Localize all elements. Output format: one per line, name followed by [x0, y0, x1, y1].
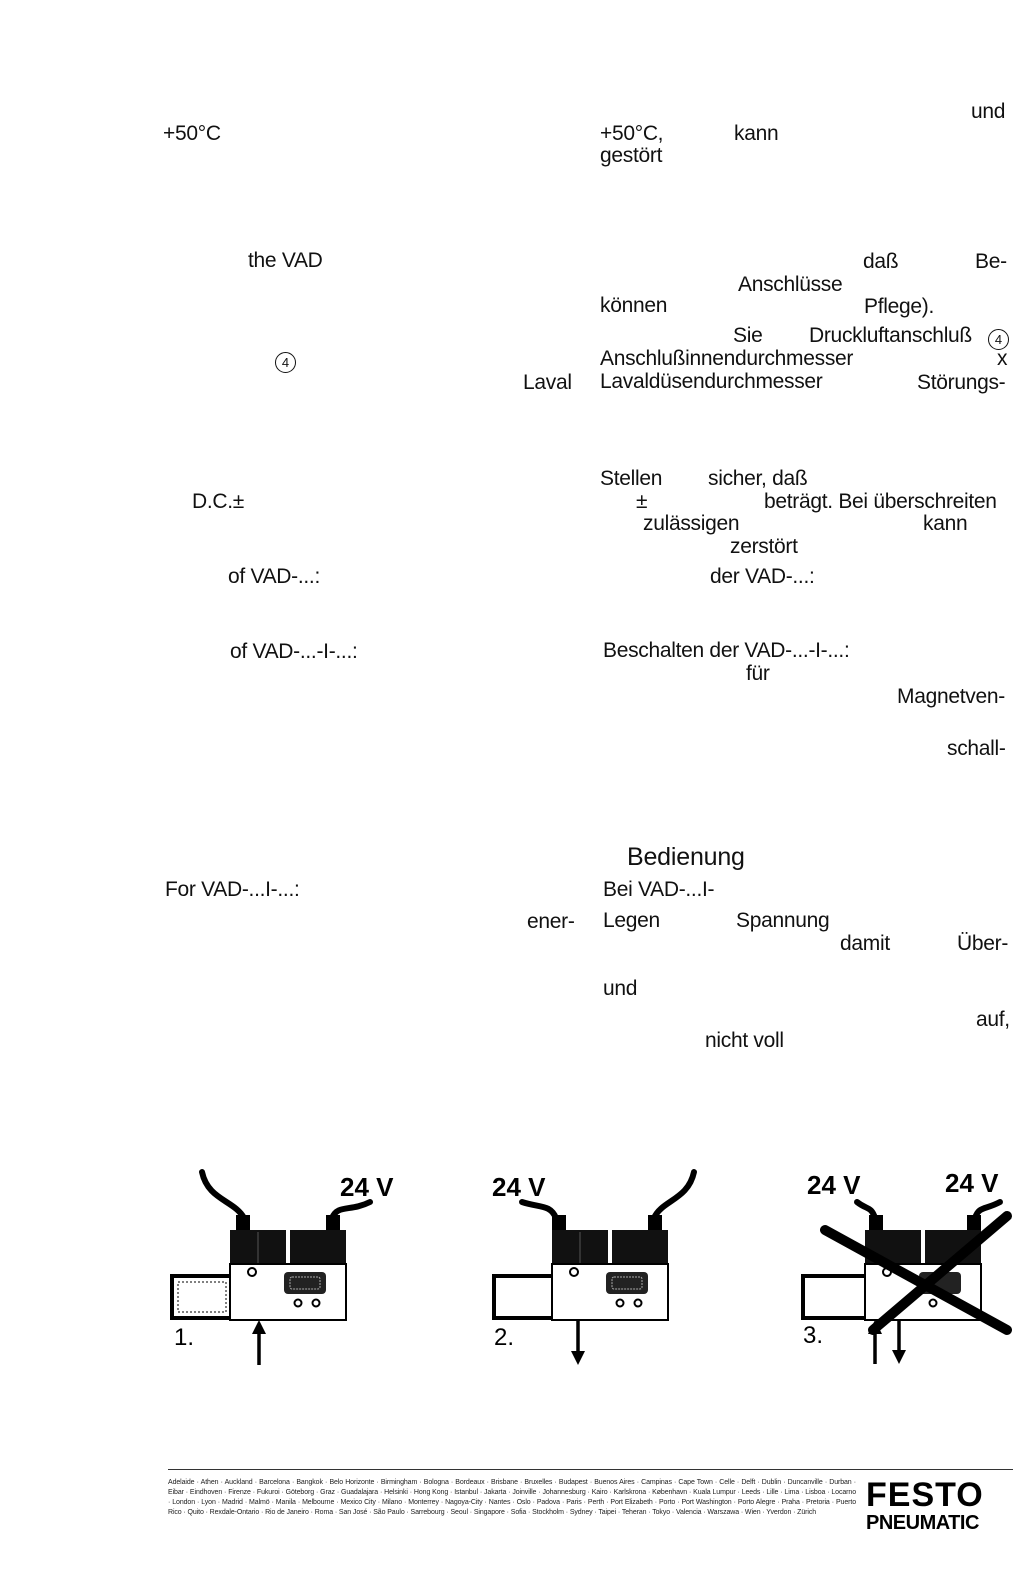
- footer-rule: [168, 1469, 1013, 1470]
- voltage-label: 24 V: [340, 1172, 394, 1202]
- text-fragment: Über-: [957, 932, 1009, 955]
- text-fragment: sicher, daß: [708, 467, 808, 490]
- text-fragment: Be-: [975, 250, 1007, 273]
- text-fragment: Störungs-: [917, 371, 1006, 394]
- text-fragment: auf,: [976, 1008, 1010, 1031]
- valve-figure-3: 24 V 24 V 3.: [801, 1168, 1012, 1364]
- arrow-down-icon: [892, 1320, 906, 1364]
- text-fragment: of VAD-...-I-...:: [230, 640, 358, 663]
- cross-out-mark: [820, 1211, 1012, 1335]
- festo-logo: FESTO PNEUMATIC: [866, 1478, 1016, 1534]
- footer-city-list: Adelaide · Athen · Auckland · Barcelona …: [168, 1479, 856, 1516]
- text-fragment: Pflege).: [864, 295, 934, 318]
- text-fragment: Laval: [523, 371, 572, 394]
- text-fragment: und: [971, 100, 1006, 123]
- text-fragment: und: [603, 977, 638, 1000]
- text-fragment: +50°C,: [600, 122, 664, 145]
- text-fragment: daß: [863, 250, 899, 273]
- section-heading: Bedienung: [627, 843, 745, 871]
- text-fragment: damit: [840, 932, 890, 955]
- text-fragment: Lavaldüsendurchmesser: [600, 370, 823, 393]
- text-fragment: Legen: [603, 909, 660, 932]
- text-fragment: zerstört: [730, 535, 798, 558]
- step-number: 1.: [174, 1324, 194, 1351]
- valve-figure-1: 24 V 1.: [170, 1169, 394, 1365]
- text-fragment: Druckluftanschluß: [809, 324, 972, 347]
- text-fragment: Beschalten der VAD-...-I-...:: [603, 639, 850, 662]
- circled-number-4-glyph: 4: [275, 352, 296, 373]
- text-fragment: x: [997, 347, 1008, 370]
- text-fragment: of VAD-...:: [228, 565, 320, 588]
- step-number: 3.: [803, 1322, 823, 1349]
- text-fragment: Anschlüsse: [738, 273, 843, 296]
- text-fragment: Spannung: [736, 909, 830, 932]
- text-fragment: gestört: [600, 144, 663, 167]
- solenoid-valve-illustration: [170, 1169, 373, 1321]
- valve-figure-2: 24 V 2.: [492, 1169, 697, 1365]
- text-fragment: Anschlußinnendurchmesser: [600, 347, 854, 370]
- step-number: 2.: [494, 1324, 514, 1351]
- arrow-up-icon: [252, 1320, 266, 1365]
- text-fragment: ±: [636, 490, 648, 513]
- text-fragment: Magnetven-: [897, 685, 1005, 708]
- text-fragment: ener-: [527, 910, 575, 933]
- circled-number-4-glyph: 4: [988, 329, 1009, 350]
- text-fragment: the VAD: [248, 249, 323, 272]
- logo-line-2: PNEUMATIC: [866, 1512, 979, 1534]
- text-fragment: schall-: [947, 737, 1006, 760]
- text-fragment: nicht voll: [705, 1029, 784, 1052]
- text-fragment: D.C.±: [192, 490, 245, 513]
- circled-number-4: 4: [988, 326, 1009, 350]
- text-fragment: Sie: [733, 324, 763, 347]
- text-fragment: für: [746, 662, 770, 685]
- text-fragment: können: [600, 294, 668, 317]
- text-fragment: For VAD-...I-...:: [165, 878, 300, 901]
- voltage-label: 24 V: [945, 1168, 999, 1198]
- text-fragment: +50°C: [163, 122, 221, 145]
- arrow-down-icon: [571, 1320, 585, 1365]
- text-fragment: beträgt. Bei überschreiten: [764, 490, 997, 513]
- text-fragment: kann: [923, 512, 968, 535]
- text-fragment: Bei VAD-...I-: [603, 878, 715, 901]
- circled-number-4: 4: [275, 349, 296, 373]
- text-fragment: der VAD-...:: [710, 565, 815, 588]
- voltage-label: 24 V: [492, 1172, 546, 1202]
- logo-line-1: FESTO: [866, 1476, 984, 1514]
- text-fragment: Stellen: [600, 467, 663, 490]
- solenoid-valve-illustration: [492, 1169, 697, 1321]
- voltage-label: 24 V: [807, 1170, 861, 1200]
- text-fragment: kann: [734, 122, 779, 145]
- text-fragment: zulässigen: [643, 512, 740, 535]
- arrow-up-icon: [868, 1320, 882, 1364]
